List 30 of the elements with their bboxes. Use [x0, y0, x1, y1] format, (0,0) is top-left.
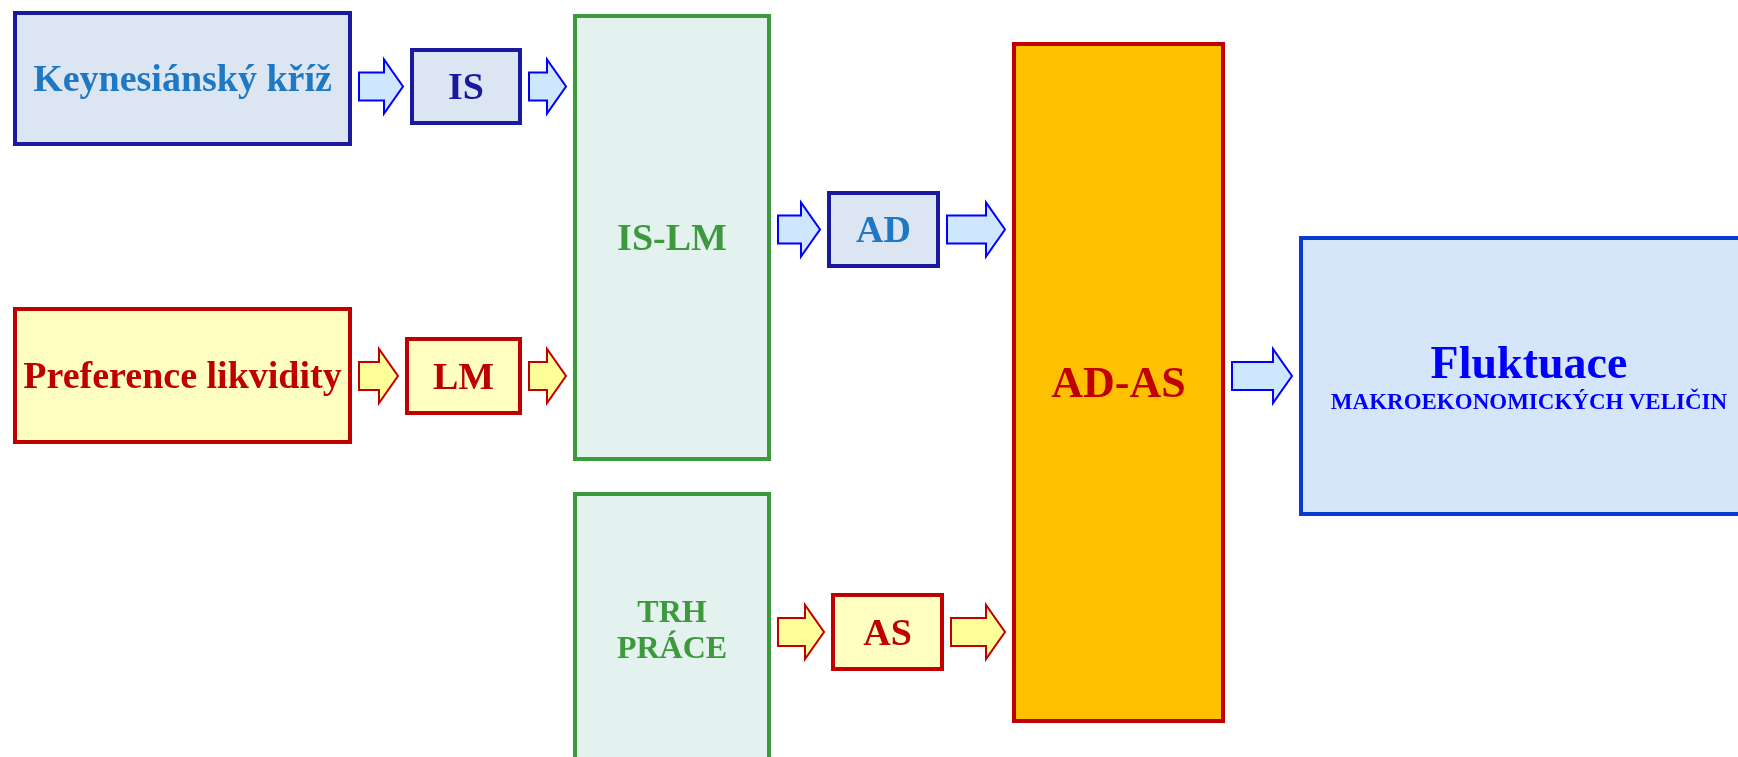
- process-box: [13, 11, 352, 146]
- box-title: AS: [863, 610, 912, 654]
- box-title: IS: [448, 65, 484, 108]
- process-box: [1012, 42, 1225, 723]
- block-arrow: [950, 601, 1007, 663]
- process-box: [831, 593, 944, 671]
- box-title: Fluktuace: [1430, 337, 1628, 389]
- box-title: Preference likvidity: [23, 354, 342, 397]
- process-box: [827, 191, 940, 268]
- box-title: TRH PRÁCE: [615, 593, 729, 666]
- block-arrow: [777, 601, 826, 663]
- block-arrow: [777, 199, 822, 260]
- box-title: AD-AS: [1051, 357, 1186, 408]
- box-title: IS-LM: [617, 216, 727, 259]
- block-arrow: [358, 56, 405, 117]
- process-box: [1299, 236, 1738, 516]
- process-box: [13, 307, 352, 444]
- box-subtitle: MAKROEKONOMICKÝCH VELIČIN: [1330, 388, 1728, 415]
- block-arrow: [528, 345, 568, 407]
- block-arrow: [946, 199, 1007, 260]
- box-title: AD: [856, 208, 911, 251]
- process-box: [573, 14, 771, 461]
- box-title: LM: [432, 354, 495, 398]
- block-arrow: [528, 56, 568, 117]
- block-arrow: [1231, 345, 1294, 407]
- block-arrow: [358, 345, 400, 407]
- process-box: [573, 492, 771, 757]
- box-title: Keynesiánský kříž: [33, 57, 332, 100]
- process-box: [405, 337, 522, 415]
- process-box: [410, 48, 522, 125]
